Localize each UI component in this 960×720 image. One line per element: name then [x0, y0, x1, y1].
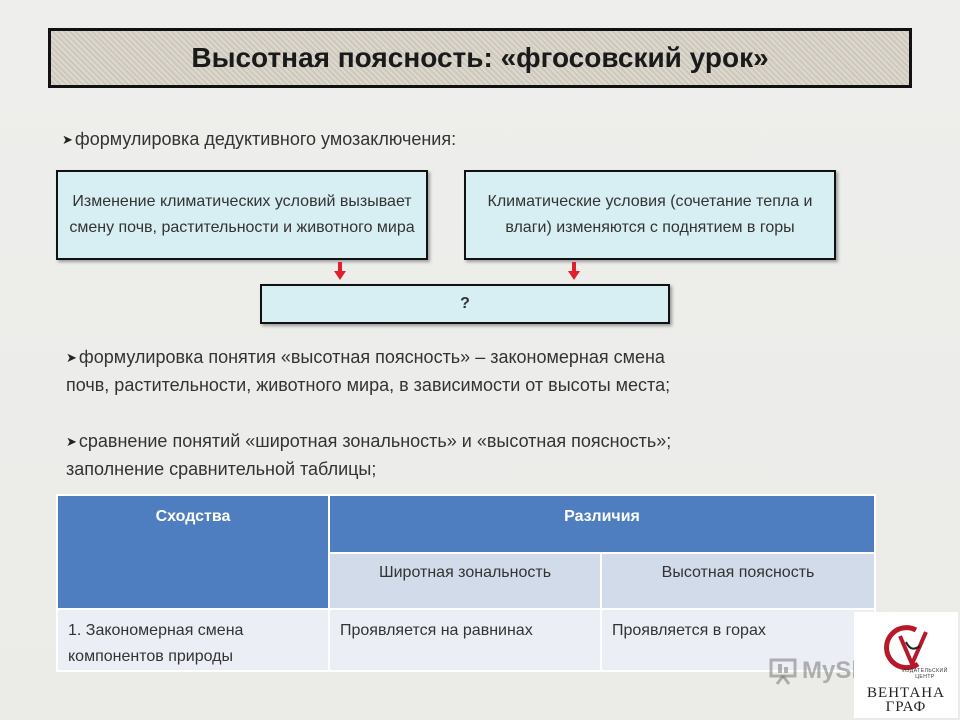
table-cell-latitudinal: Проявляется на равнинах [328, 608, 602, 672]
bullet-definition-line1: формулировка понятия «высотная поясность… [78, 347, 665, 367]
bullet-arrow-icon: ➤ [66, 434, 77, 449]
table-row: 1. Закономерная смена компонентов природ… [56, 608, 877, 672]
bullet-definition-line2: почв, растительности, животного мира, в … [66, 375, 671, 395]
logo-line2: ГРАФ [885, 699, 927, 715]
bullet-deductive-text: формулировка дедуктивного умозаключения: [74, 129, 457, 149]
logo-mark-icon [884, 625, 928, 671]
premise-box-left: Изменение климатических условий вызывает… [56, 170, 428, 260]
table-cell-similarity: 1. Закономерная смена компонентов природ… [56, 608, 330, 672]
publisher-logo: ИЗДАТЕЛЬСКИЙ ЦЕНТР ВЕНТАНА ГРАФ [854, 612, 958, 718]
comparison-table: Сходства Различия Широтная зональность В… [56, 494, 877, 672]
bullet-deductive: ➤формулировка дедуктивного умозаключения… [62, 126, 456, 154]
presentation-icon [769, 658, 797, 685]
logo-text: ВЕНТАНА ГРАФ [854, 685, 958, 715]
table-subheader-latitudinal: Широтная зональность [328, 552, 602, 610]
conclusion-text: ? [460, 295, 470, 312]
bullet-comparison-line1: сравнение понятий «широтная зональность»… [78, 431, 672, 451]
bullet-arrow-icon: ➤ [62, 132, 73, 147]
down-arrow-right-icon [568, 262, 580, 280]
table-header-differences: Различия [327, 494, 877, 554]
title-banner: Высотная поясность: «фгосовский урок» [48, 28, 912, 88]
bullet-definition: ➤формулировка понятия «высотная поясност… [66, 344, 670, 398]
premise-left-text: Изменение климатических условий вызывает… [69, 193, 415, 236]
bullet-comparison: ➤сравнение понятий «широтная зональность… [66, 428, 671, 482]
bullet-comparison-line2: заполнение сравнительной таблицы; [66, 459, 377, 479]
premise-box-right: Климатические условия (сочетание тепла и… [464, 170, 836, 260]
conclusion-box: ? [260, 284, 670, 324]
bullet-arrow-icon: ➤ [66, 350, 77, 365]
premise-right-text: Климатические условия (сочетание тепла и… [487, 193, 813, 236]
logo-small-caption: ИЗДАТЕЛЬСКИЙ ЦЕНТР [902, 668, 948, 680]
table-subheader-altitudinal: Высотная поясность [599, 552, 877, 610]
table-cell-altitudinal: Проявляется в горах [599, 608, 877, 672]
slide-title: Высотная поясность: «фгосовский урок» [191, 42, 769, 73]
logo-line1: ВЕНТАНА [867, 685, 945, 701]
down-arrow-left-icon [334, 262, 346, 280]
table-header-similarities: Сходства [56, 494, 330, 610]
